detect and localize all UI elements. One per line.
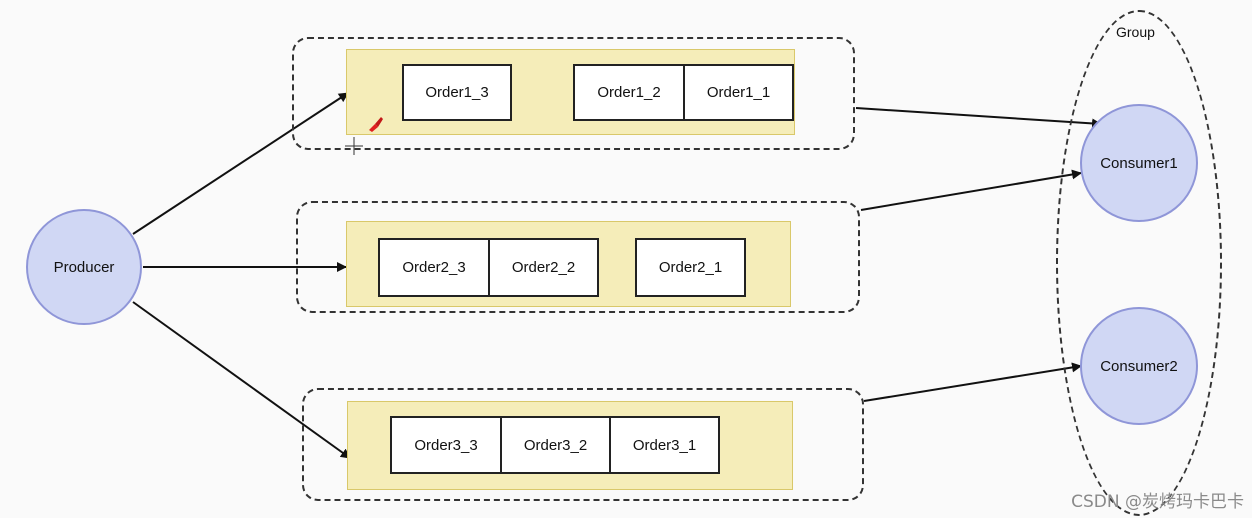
message-label: Order1_2 xyxy=(597,84,661,101)
message-label: Order2_2 xyxy=(511,259,576,276)
queue-2-outline xyxy=(296,201,860,313)
crosshair-cursor-icon xyxy=(345,137,363,155)
edge-queue2-to-consumer1 xyxy=(860,169,1082,211)
message-label: Order3_1 xyxy=(632,436,697,454)
message-label: Order1_1 xyxy=(706,84,771,101)
consumer-group-boundary xyxy=(1056,10,1222,516)
queue-1-outline xyxy=(292,37,855,150)
edge-queue3-to-consumer2 xyxy=(863,362,1082,402)
consumer-1-node[interactable]: Consumer1 xyxy=(1080,104,1198,222)
message-order3-1[interactable]: Order3_1 xyxy=(609,416,720,474)
message-label: Order2_3 xyxy=(402,259,466,276)
message-order3-2[interactable]: Order3_2 xyxy=(500,416,611,474)
edge-producer-to-queue3 xyxy=(132,301,351,459)
message-label: Order1_3 xyxy=(425,84,489,101)
highlighter-brush-icon xyxy=(369,117,383,132)
edge-queue1-to-consumer1 xyxy=(855,107,1102,129)
message-order1-1[interactable]: Order1_1 xyxy=(683,64,794,121)
message-order3-3[interactable]: Order3_3 xyxy=(390,416,502,474)
message-order1-3[interactable]: Order1_3 xyxy=(402,64,512,121)
consumer-label: Consumer1 xyxy=(1100,154,1178,172)
consumer-label: Consumer2 xyxy=(1100,357,1178,375)
producer-node[interactable]: Producer xyxy=(26,209,142,325)
consumer-2-node[interactable]: Consumer2 xyxy=(1080,307,1198,425)
message-order2-1[interactable]: Order2_1 xyxy=(635,238,746,297)
queue-3-outline xyxy=(302,388,864,501)
watermark-text: CSDN @炭烤玛卡巴卡 xyxy=(1071,492,1244,512)
message-order2-2[interactable]: Order2_2 xyxy=(488,238,599,297)
edge-producer-to-queue1 xyxy=(132,92,349,235)
message-order1-2[interactable]: Order1_2 xyxy=(573,64,685,121)
message-label: Order3_3 xyxy=(414,436,478,454)
message-label: Order2_1 xyxy=(658,259,723,276)
message-label: Order3_2 xyxy=(523,436,588,454)
message-order2-3[interactable]: Order2_3 xyxy=(378,238,490,297)
producer-label: Producer xyxy=(53,258,115,276)
consumer-group-label: Group xyxy=(1116,24,1155,40)
